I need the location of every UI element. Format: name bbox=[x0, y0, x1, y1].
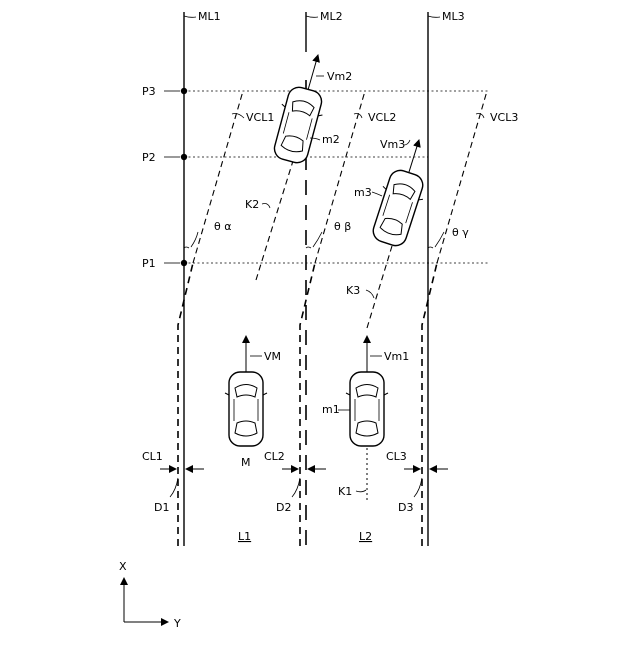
label-theta-gamma: θ γ bbox=[452, 226, 469, 239]
leader-d1 bbox=[170, 478, 178, 497]
label-axis-y: Y bbox=[173, 617, 181, 630]
label-ml2: ML2 bbox=[320, 10, 343, 23]
position-dot-p3 bbox=[181, 88, 187, 94]
leader-ml2 bbox=[306, 16, 318, 17]
leader-alpha bbox=[191, 232, 198, 247]
position-dot-p1 bbox=[181, 260, 187, 266]
leader-ml1 bbox=[184, 16, 196, 17]
velocity-arrow-vm3 bbox=[409, 140, 419, 172]
leader-d2 bbox=[292, 478, 300, 497]
label-cl2: CL2 bbox=[264, 450, 285, 463]
leader-k1 bbox=[356, 490, 366, 492]
leader-m3 bbox=[372, 192, 382, 196]
leader-d3 bbox=[414, 478, 422, 497]
label-d2: D2 bbox=[276, 501, 291, 514]
label-m3: m3 bbox=[354, 186, 372, 199]
leader-gamma bbox=[435, 232, 444, 247]
center-line-cl2 bbox=[300, 263, 315, 546]
vehicle-m2-car-icon bbox=[268, 84, 328, 166]
virtual-center-line-vcl1 bbox=[193, 91, 243, 263]
label-p2: P2 bbox=[142, 151, 156, 164]
virtual-center-line-vcl2 bbox=[315, 91, 365, 263]
leader-vcl1 bbox=[232, 114, 244, 119]
label-cl3: CL3 bbox=[386, 450, 407, 463]
label-vcl3: VCL3 bbox=[490, 111, 518, 124]
label-lane-l2: L2 bbox=[359, 530, 372, 543]
center-line-cl1 bbox=[178, 263, 193, 546]
label-lane-l1: L1 bbox=[238, 530, 251, 543]
label-ml3: ML3 bbox=[442, 10, 465, 23]
label-theta-beta: θ β bbox=[334, 220, 351, 233]
label-k1: K1 bbox=[338, 485, 352, 498]
label-cl1: CL1 bbox=[142, 450, 163, 463]
leader-beta bbox=[313, 232, 322, 247]
angle-arc-beta bbox=[306, 247, 311, 248]
velocity-arrow-vm2 bbox=[308, 55, 318, 90]
own-vehicle-car-icon bbox=[225, 372, 267, 446]
label-p3: P3 bbox=[142, 85, 156, 98]
label-vm3: Vm3 bbox=[380, 138, 405, 151]
label-m1: m1 bbox=[322, 403, 340, 416]
label-theta-alpha: θ α bbox=[214, 220, 231, 233]
label-vm1: Vm1 bbox=[384, 350, 409, 363]
trajectory-k3 bbox=[367, 246, 392, 328]
leader-ml3 bbox=[428, 16, 440, 17]
position-dot-p2 bbox=[181, 154, 187, 160]
leader-k2 bbox=[262, 204, 270, 209]
vehicle-m1-car-icon bbox=[346, 372, 388, 446]
angle-arc-alpha bbox=[184, 247, 189, 248]
label-axis-x: X bbox=[119, 560, 127, 573]
center-line-cl3 bbox=[422, 263, 437, 546]
label-m2: m2 bbox=[322, 133, 340, 146]
label-k2: K2 bbox=[245, 198, 259, 211]
label-vm2: Vm2 bbox=[327, 70, 352, 83]
label-ml1: ML1 bbox=[198, 10, 221, 23]
label-d1: D1 bbox=[154, 501, 169, 514]
label-own-vehicle: M bbox=[241, 456, 251, 469]
leader-k3 bbox=[366, 290, 374, 298]
label-vcl1: VCL1 bbox=[246, 111, 274, 124]
vehicle-m3-car-icon bbox=[367, 166, 430, 249]
label-vcl2: VCL2 bbox=[368, 111, 396, 124]
label-d3: D3 bbox=[398, 501, 413, 514]
label-k3: K3 bbox=[346, 284, 360, 297]
label-p1: P1 bbox=[142, 257, 156, 270]
trajectory-k2 bbox=[256, 148, 297, 280]
label-vm: VM bbox=[264, 350, 281, 363]
angle-arc-gamma bbox=[428, 247, 433, 248]
